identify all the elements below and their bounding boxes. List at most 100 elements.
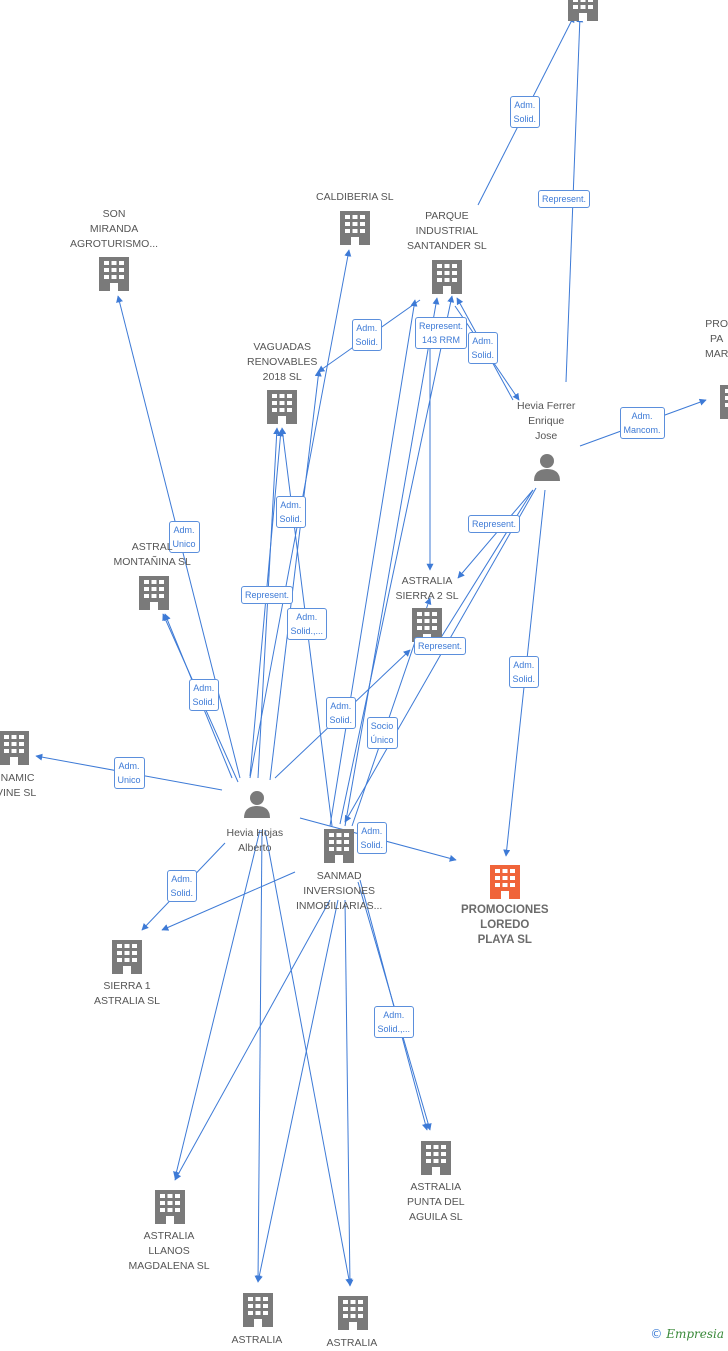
edge-label-line: Solid.,... xyxy=(377,1024,411,1034)
edge-label-line: Solid. xyxy=(513,114,537,124)
edge-label[interactable]: Adm.Solid. xyxy=(166,870,198,902)
edge-label[interactable]: Represent. xyxy=(414,637,467,655)
node-label-line: RENOVABLES xyxy=(247,356,318,368)
person-icon[interactable] xyxy=(534,454,560,481)
node-label-line: INMOBILIARIAS... xyxy=(296,900,383,912)
edge-label-line: Represent. xyxy=(245,590,290,600)
edge-label-line: Solid. xyxy=(512,674,536,684)
node-label-line: 2018 SL xyxy=(262,371,302,383)
edge-label-line: Mancom. xyxy=(623,425,661,435)
connector-line xyxy=(329,299,418,827)
node-label-line: VINE SL xyxy=(0,787,37,799)
node-label-line: VAGUADAS xyxy=(253,341,311,353)
building-icon[interactable] xyxy=(490,865,520,899)
connector-line xyxy=(344,487,537,823)
connector-line xyxy=(161,871,296,931)
edge-label[interactable]: Represent.143 RRM xyxy=(415,317,468,349)
node-label-line: CALDIBERIA SL xyxy=(316,191,394,203)
edge-label[interactable]: Adm.Solid. xyxy=(188,679,220,711)
edge-label[interactable]: Adm.Solid. xyxy=(356,822,388,854)
building-icon[interactable] xyxy=(432,260,462,294)
edge-label-line: Adm. xyxy=(514,100,536,110)
edge-hevia_ferrer-to-sierra2 xyxy=(457,489,534,579)
building-icon[interactable] xyxy=(720,385,728,419)
node-label-line: LOREDO xyxy=(480,919,530,931)
edge-label[interactable]: Adm.Solid. xyxy=(275,496,307,528)
building-icon[interactable] xyxy=(243,1293,273,1327)
node-label-line: ASTRALIA xyxy=(326,1337,378,1349)
edge-label[interactable]: Adm.Mancom. xyxy=(619,407,665,439)
node-label-line: Hevia Hojas xyxy=(226,827,284,839)
building-icon[interactable] xyxy=(324,829,354,863)
edge-label[interactable]: Represent. xyxy=(468,515,521,533)
edge-label[interactable]: Adm.Solid.,... xyxy=(286,608,328,640)
edge-label[interactable]: Adm.Unico xyxy=(113,757,145,789)
building-icon[interactable] xyxy=(0,731,29,765)
node-label-line: MONTAÑINA SL xyxy=(113,556,191,568)
node-label-astb2[interactable]: ASTRALIA xyxy=(327,1336,378,1351)
building-icon[interactable] xyxy=(568,0,598,21)
edge-label-line: Solid. xyxy=(360,840,384,850)
node-label-line: MAGDALENA SL xyxy=(128,1260,210,1272)
node-label-line: PARQUE xyxy=(425,210,469,222)
person-icon[interactable] xyxy=(244,791,270,818)
node-label-vaguadas[interactable]: VAGUADAS RENOVABLES 2018 SL xyxy=(247,340,317,385)
edge-label[interactable]: Adm.Solid. xyxy=(467,332,499,364)
edge-label-line: Solid. xyxy=(471,350,495,360)
node-label-line: ASTRALIA xyxy=(401,575,453,587)
node-label-line: MIRANDA xyxy=(89,223,139,235)
edge-label[interactable]: Represent. xyxy=(241,586,294,604)
copyright-symbol: © xyxy=(650,1327,663,1341)
connector-line xyxy=(254,829,263,1283)
edge-label-line: Adm. xyxy=(171,874,193,884)
building-icon[interactable] xyxy=(155,1190,185,1224)
edge-label[interactable]: Adm.Unico xyxy=(168,521,200,553)
building-icon[interactable] xyxy=(99,257,129,291)
edge-label-line: Solid. xyxy=(329,715,353,725)
node-label-line: LLANOS xyxy=(148,1245,190,1257)
edge-label-line: Adm. xyxy=(330,701,352,711)
connector-line xyxy=(255,899,339,1283)
node-label-line: Jose xyxy=(535,430,558,442)
connector-line xyxy=(344,899,354,1287)
building-icon[interactable] xyxy=(338,1296,368,1330)
connector-line xyxy=(264,829,353,1286)
edge-label[interactable]: Adm. Solid. xyxy=(325,697,357,729)
edge-label-line: Adm. xyxy=(296,612,318,622)
node-label-line: Hevia Ferrer xyxy=(517,400,576,412)
node-label-line: ASTRALIA xyxy=(143,1230,195,1242)
edge-sanmad-to-punta xyxy=(359,879,429,1131)
building-icon[interactable] xyxy=(267,390,297,424)
edge-label-line: Solid. xyxy=(355,337,379,347)
edge-label[interactable]: Adm.Solid.,... xyxy=(373,1006,415,1038)
building-icon[interactable] xyxy=(340,211,370,245)
node-label-line: SON xyxy=(102,208,126,220)
edge-label[interactable]: Represent. xyxy=(538,190,591,208)
node-label-astb1[interactable]: ASTRALIA xyxy=(232,1333,283,1348)
node-label-line: PA xyxy=(710,333,724,345)
edge-label-line: Adm. xyxy=(280,500,302,510)
building-icon[interactable] xyxy=(112,940,142,974)
edge-sanmad-to-parque xyxy=(339,295,455,825)
node-label-caldiberia[interactable]: CALDIBERIA SL xyxy=(316,190,394,205)
building-icon[interactable] xyxy=(139,576,169,610)
edge-label[interactable]: Adm. Solid. xyxy=(509,96,541,128)
building-icon[interactable] xyxy=(421,1141,451,1175)
node-label-llanos[interactable]: ASTRALIA LLANOS MAGDALENA SL xyxy=(129,1229,210,1274)
edge-label[interactable]: Adm.Solid. xyxy=(508,656,540,688)
edge-label[interactable]: Adm.Solid. xyxy=(351,319,383,351)
node-label-line: PUNTA DEL xyxy=(407,1196,465,1208)
